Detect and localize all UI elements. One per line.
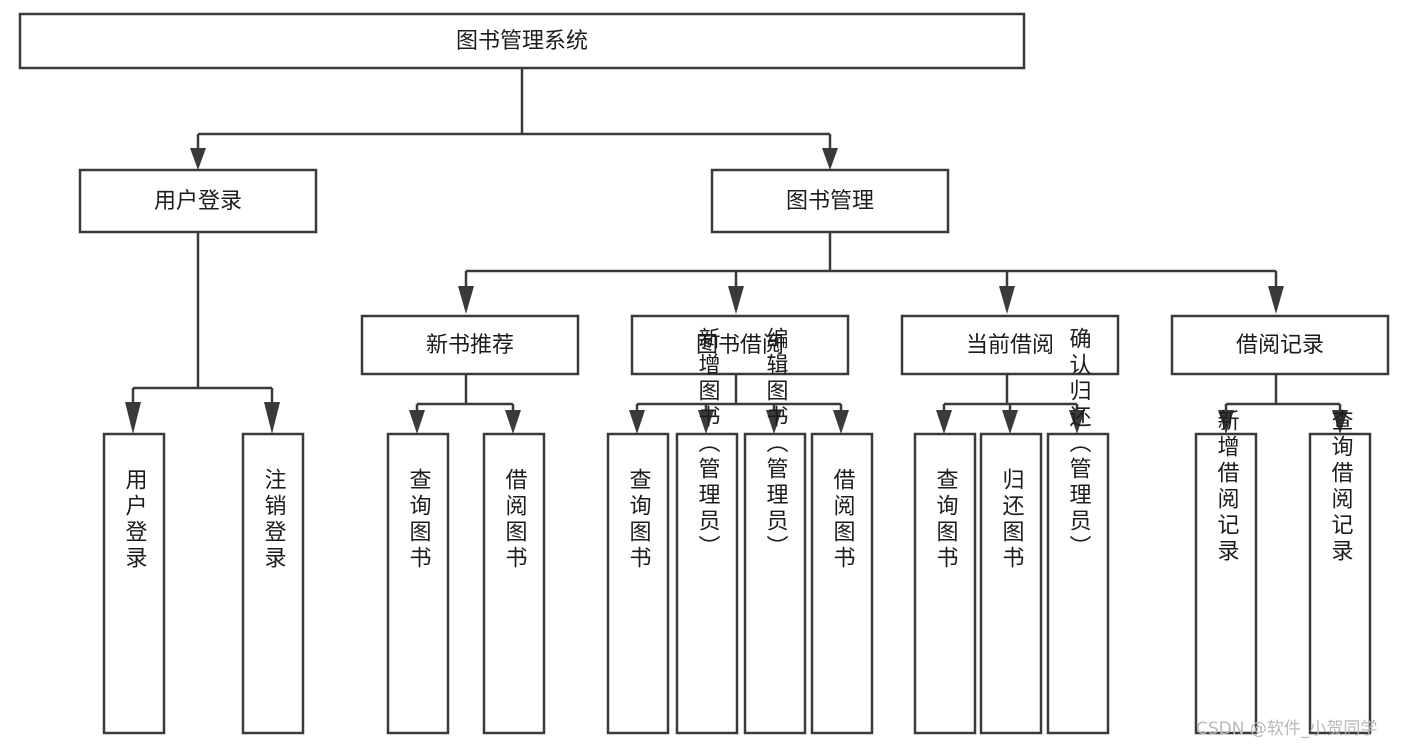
node-leaf-borrow-book-1[interactable]: 借阅图书	[482, 432, 546, 735]
node-leaf-user-login-box[interactable]	[102, 432, 166, 735]
node-leaf-return-book-box[interactable]	[979, 432, 1043, 735]
node-root[interactable]: 图书管理系统	[18, 12, 1026, 70]
arrow-head-leaf-query-book-1	[409, 410, 425, 434]
node-leaf-borrow-book-2-box[interactable]	[810, 432, 874, 735]
arrow-head-leaf-confirm-return	[1069, 410, 1085, 434]
arrow-head-leaf-query-record	[1332, 410, 1348, 434]
node-leaf-add-record-box[interactable]	[1194, 432, 1258, 735]
node-book-borrow-label: 图书借阅	[696, 333, 784, 358]
node-new-book-recommend-label: 新书推荐	[426, 333, 514, 358]
node-book-manage[interactable]: 图书管理	[710, 168, 950, 234]
node-user-login-box[interactable]	[78, 168, 318, 234]
node-borrow-record-box[interactable]	[1170, 314, 1390, 376]
node-leaf-query-book-2[interactable]: 查询图书	[606, 432, 670, 735]
arrow-head-leaf-add-record	[1218, 410, 1234, 434]
node-borrow-record-label: 借阅记录	[1236, 333, 1324, 358]
arrow-head-borrow-record	[1268, 286, 1284, 314]
node-leaf-edit-book[interactable]: 编辑图书（管理员）	[743, 327, 807, 735]
node-current-borrow[interactable]: 当前借阅	[900, 314, 1120, 376]
node-current-borrow-label: 当前借阅	[966, 333, 1054, 358]
node-leaf-borrow-book-1-label: 借阅图书	[502, 468, 528, 572]
node-new-book-recommend[interactable]: 新书推荐	[360, 314, 580, 376]
arrow-head-leaf-edit-book	[766, 410, 782, 434]
node-leaf-add-book-box[interactable]	[675, 432, 739, 735]
node-book-borrow[interactable]: 图书借阅	[630, 314, 850, 376]
node-leaf-add-record[interactable]: 新增借阅记录	[1194, 409, 1258, 735]
node-leaf-user-logout[interactable]: 注销登录	[241, 432, 305, 735]
watermark-label: CSDN @软件_小贺同学	[1196, 719, 1377, 739]
node-user-login[interactable]: 用户登录	[78, 168, 318, 234]
node-leaf-borrow-book-2-label: 借阅图书	[830, 468, 856, 572]
node-leaf-edit-book-label: 编辑图书（管理员）	[763, 327, 789, 561]
node-leaf-borrow-book-1-box[interactable]	[482, 432, 546, 735]
node-leaf-query-record[interactable]: 查询借阅记录	[1308, 409, 1372, 735]
arrow-head-leaf-return-book	[1002, 410, 1018, 434]
node-leaf-user-login-label: 用户登录	[122, 468, 148, 572]
node-leaf-return-book-label: 归还图书	[999, 468, 1025, 572]
node-leaf-query-book-3-box[interactable]	[913, 432, 977, 735]
node-leaf-query-book-2-box[interactable]	[606, 432, 670, 735]
node-user-login-label: 用户登录	[154, 189, 242, 214]
node-new-book-recommend-box[interactable]	[360, 314, 580, 376]
arrow-head-leaf-user-logout	[264, 402, 280, 434]
arrow-head-book-borrow	[728, 286, 744, 314]
node-book-borrow-box[interactable]	[630, 314, 850, 376]
node-leaf-borrow-book-2[interactable]: 借阅图书	[810, 432, 874, 735]
node-leaf-confirm-return[interactable]: 确认归还（管理员）	[1046, 327, 1110, 735]
node-leaf-user-logout-label: 注销登录	[261, 468, 287, 572]
node-leaf-return-book[interactable]: 归还图书	[979, 432, 1043, 735]
node-leaf-confirm-return-label: 确认归还（管理员）	[1066, 327, 1092, 561]
node-leaf-query-book-1-box[interactable]	[386, 432, 450, 735]
node-leaf-edit-book-box[interactable]	[743, 432, 807, 735]
node-leaf-query-book-1[interactable]: 查询图书	[386, 432, 450, 735]
node-leaf-add-record-label: 新增借阅记录	[1214, 409, 1240, 565]
node-leaf-query-book-3[interactable]: 查询图书	[913, 432, 977, 735]
node-borrow-record[interactable]: 借阅记录	[1170, 314, 1390, 376]
node-leaf-confirm-return-box[interactable]	[1046, 432, 1110, 735]
node-leaf-query-book-1-label: 查询图书	[406, 468, 432, 572]
node-root-box[interactable]	[18, 12, 1026, 70]
arrow-head-leaf-borrow-book-1	[505, 410, 521, 434]
arrow-head-book-manage	[822, 148, 838, 170]
arrow-head-leaf-add-book	[698, 410, 714, 434]
node-leaf-add-book-label: 新增图书（管理员）	[695, 327, 721, 561]
connector-layer	[125, 68, 1348, 434]
node-book-manage-label: 图书管理	[786, 189, 874, 214]
node-leaf-query-book-2-label: 查询图书	[626, 468, 652, 572]
node-leaf-user-login[interactable]: 用户登录	[102, 432, 166, 735]
arrow-head-user-login	[190, 148, 206, 170]
node-leaf-query-book-3-label: 查询图书	[933, 468, 959, 572]
arrow-head-leaf-query-book-2	[629, 410, 645, 434]
arrow-head-leaf-user-login	[125, 402, 141, 434]
arrow-head-current-borrow	[999, 286, 1015, 314]
node-leaf-add-book[interactable]: 新增图书（管理员）	[675, 327, 739, 735]
arrow-head-new-book-recommend	[458, 286, 474, 314]
node-root-label: 图书管理系统	[456, 29, 588, 54]
arrow-head-leaf-query-book-3	[936, 410, 952, 434]
node-leaf-query-record-label: 查询借阅记录	[1328, 409, 1354, 565]
node-leaf-query-record-box[interactable]	[1308, 432, 1372, 735]
node-leaf-user-logout-box[interactable]	[241, 432, 305, 735]
node-current-borrow-box[interactable]	[900, 314, 1120, 376]
arrow-head-leaf-borrow-book-2	[833, 410, 849, 434]
node-book-manage-box[interactable]	[710, 168, 950, 234]
